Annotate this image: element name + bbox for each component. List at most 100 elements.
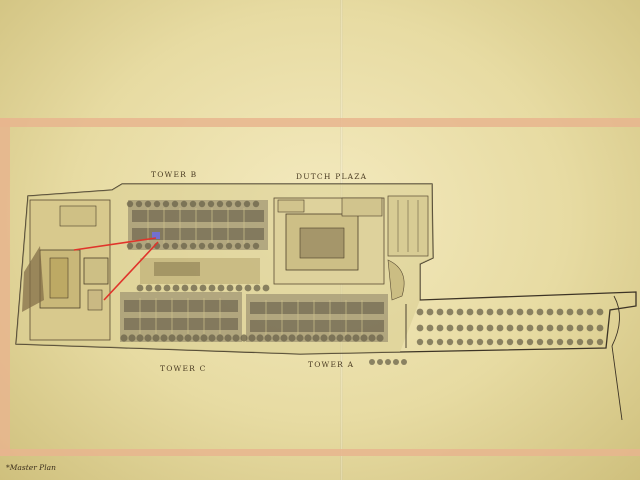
tree <box>496 338 504 346</box>
tree <box>426 308 434 316</box>
tree <box>486 308 494 316</box>
tree <box>153 200 161 208</box>
tree <box>216 334 224 342</box>
master-plan-caption: *Master Plan <box>6 463 56 472</box>
tree <box>426 324 434 332</box>
tree <box>456 324 464 332</box>
tree <box>436 308 444 316</box>
tree <box>546 308 554 316</box>
tree <box>216 200 224 208</box>
tree <box>240 334 248 342</box>
tree <box>171 242 179 250</box>
tower-b-label: TOWER B <box>151 170 198 179</box>
tree <box>243 200 251 208</box>
tree <box>369 359 375 365</box>
tree <box>456 308 464 316</box>
tree <box>225 242 233 250</box>
tree <box>385 359 391 365</box>
tree <box>280 334 288 342</box>
tree <box>162 200 170 208</box>
tree <box>252 242 260 250</box>
tree <box>466 324 474 332</box>
tree <box>516 324 524 332</box>
tree <box>207 242 215 250</box>
tree <box>556 324 564 332</box>
dutch-plaza-courtyard <box>273 197 385 285</box>
tree <box>556 308 564 316</box>
tree <box>208 334 216 342</box>
tree <box>234 200 242 208</box>
tree <box>476 324 484 332</box>
tree <box>416 324 424 332</box>
tree <box>144 200 152 208</box>
tree <box>576 324 584 332</box>
tree <box>207 200 215 208</box>
tree <box>189 200 197 208</box>
tree <box>526 308 534 316</box>
tree <box>190 284 198 292</box>
tree <box>516 338 524 346</box>
tree <box>556 338 564 346</box>
tree <box>160 334 168 342</box>
tree <box>176 334 184 342</box>
tree <box>506 308 514 316</box>
tree <box>586 324 594 332</box>
tree <box>244 284 252 292</box>
tree <box>296 334 304 342</box>
tree <box>234 242 242 250</box>
tree <box>262 284 270 292</box>
tree <box>486 338 494 346</box>
tree <box>181 284 189 292</box>
tree <box>136 284 144 292</box>
tree <box>466 338 474 346</box>
tree <box>320 334 328 342</box>
tree <box>199 284 207 292</box>
tree <box>135 200 143 208</box>
tree <box>352 334 360 342</box>
tree <box>446 324 454 332</box>
tree <box>536 324 544 332</box>
tree <box>393 359 399 365</box>
tree <box>171 200 179 208</box>
tree <box>596 324 604 332</box>
tree <box>576 308 584 316</box>
tree <box>128 334 136 342</box>
border-band-left <box>0 118 10 456</box>
tree <box>506 324 514 332</box>
tree <box>225 200 233 208</box>
tree <box>264 334 272 342</box>
tree <box>576 338 584 346</box>
tree <box>328 334 336 342</box>
entrance-road <box>405 295 623 421</box>
tree <box>596 308 604 316</box>
border-band-bottom <box>0 449 640 456</box>
tree <box>496 308 504 316</box>
tree <box>198 242 206 250</box>
tower-a-label: TOWER A <box>308 360 355 369</box>
tree <box>168 334 176 342</box>
tree <box>162 242 170 250</box>
tree <box>516 308 524 316</box>
tree <box>126 242 134 250</box>
tree <box>145 284 153 292</box>
tree <box>476 338 484 346</box>
tree <box>226 284 234 292</box>
tree <box>426 338 434 346</box>
tree <box>486 324 494 332</box>
tree <box>416 308 424 316</box>
tree <box>436 324 444 332</box>
tree <box>586 308 594 316</box>
tree <box>526 324 534 332</box>
tree <box>154 284 162 292</box>
tree <box>135 242 143 250</box>
tree <box>180 242 188 250</box>
tree <box>360 334 368 342</box>
tree <box>506 338 514 346</box>
tree <box>536 308 544 316</box>
tree <box>198 200 206 208</box>
tree <box>312 334 320 342</box>
tree <box>120 334 128 342</box>
tree <box>224 334 232 342</box>
dutch-plaza-label: DUTCH PLAZA <box>296 172 368 181</box>
